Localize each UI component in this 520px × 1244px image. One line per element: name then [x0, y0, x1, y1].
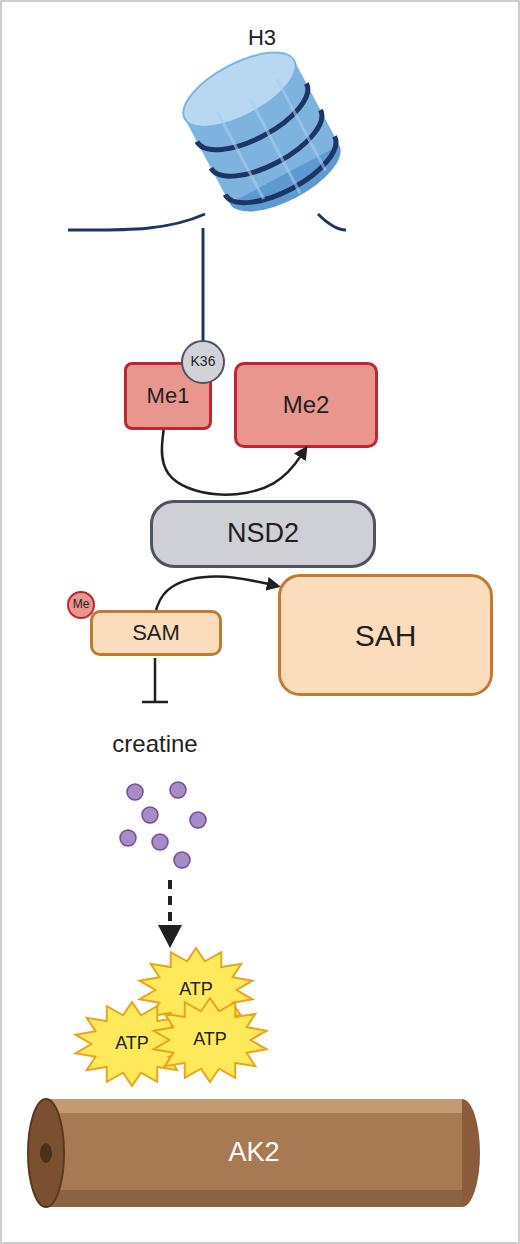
inhibition-line	[154, 658, 157, 702]
node-label: SAH	[355, 619, 417, 652]
dashed-arrow	[168, 880, 172, 925]
node-label: ATP	[193, 1030, 227, 1050]
node-label: Me2	[283, 392, 330, 418]
nucleosome	[173, 38, 352, 227]
inhibition-bar	[142, 701, 168, 704]
node-label: SAM	[132, 621, 180, 645]
node-label: ATP	[179, 980, 213, 1000]
node-label: AK2	[228, 1138, 279, 1168]
histone-label: H3	[222, 26, 302, 50]
node-label: NSD2	[227, 519, 299, 549]
node-label: Me1	[147, 384, 190, 408]
metabolite-label: creatine	[85, 731, 225, 757]
node-label: Me	[73, 598, 90, 611]
protein-cylinder: AK2	[28, 1098, 480, 1208]
methyl-circle: Me	[67, 591, 95, 619]
histone-tail	[202, 228, 205, 342]
node-label: ATP	[115, 1034, 149, 1054]
arrow-head	[158, 925, 182, 948]
metabolite-box: SAH	[278, 574, 493, 696]
dna-strand	[318, 214, 346, 230]
atp-starburst: ATP	[152, 998, 268, 1082]
enzyme-box: NSD2	[150, 500, 376, 568]
dna-strand	[68, 214, 205, 230]
creatine-molecules	[120, 782, 206, 868]
methyl-state-box: Me2	[234, 362, 378, 448]
lysine-circle: K36	[181, 340, 225, 384]
metabolite-box: SAM	[90, 610, 222, 656]
curved-arrow	[156, 577, 278, 610]
node-label: K36	[191, 354, 216, 369]
